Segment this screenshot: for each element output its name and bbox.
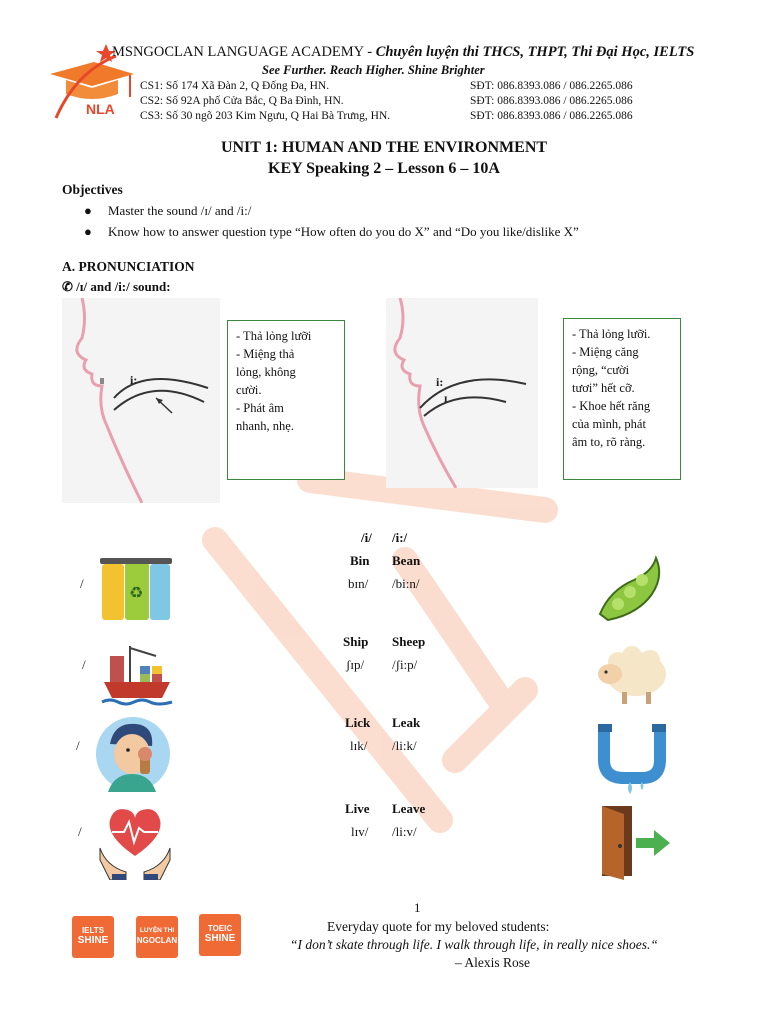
logo-text: NLA (86, 101, 115, 117)
academy-slogan: See Further. Reach Higher. Shine Brighte… (262, 63, 485, 77)
long-word: Bean (392, 553, 421, 568)
note-line: - Thả lỏng lưỡi (236, 329, 312, 343)
short-word: Live (345, 801, 370, 816)
short-word: Bin (350, 553, 370, 568)
svg-text:♻: ♻ (129, 583, 143, 602)
note-line: - Miệng thả (236, 347, 295, 361)
short-ipa: lɪk/ (350, 738, 368, 753)
exit-door-icon (602, 806, 670, 880)
note-line: của mình, phát (572, 417, 646, 431)
long-ipa: /li:k/ (392, 738, 417, 753)
ipa-slash: / (78, 824, 82, 839)
ipa-slash: / (82, 657, 86, 672)
phone-icon: ✆ (62, 279, 73, 294)
note-line: âm to, rõ ràng. (572, 435, 646, 449)
academy-name-line: MSNGOCLAN LANGUAGE ACADEMY - Chuyên luyệ… (112, 44, 694, 61)
campus-address: CS1: Số 174 Xã Đàn 2, Q Đống Đa, HN. (140, 80, 330, 92)
ielts-shine-logo: IELTS SHINE (72, 916, 114, 958)
logo-line: LUYỆN THI (139, 927, 175, 934)
long-ipa: /ʃi:p/ (392, 657, 418, 672)
quote-author: – Alexis Rose (455, 955, 531, 970)
note-line: lỏng, không (236, 365, 296, 379)
luyenthi-ngoclan-logo: LUYỆN THI NGOCLAN (136, 916, 178, 958)
ice-cream-lick-icon (96, 717, 170, 792)
logo-line: TOEIC (207, 924, 233, 933)
long-ipa: /li:v/ (392, 824, 417, 839)
long-word: Leak (392, 715, 421, 730)
sound-subheading-line: ✆ /ɪ/ and /i:/ sound: (62, 279, 171, 295)
objective-text: Know how to answer question type “How of… (108, 224, 579, 239)
note-line: nhanh, nhẹ. (236, 419, 294, 433)
diagram-label: i: (436, 375, 443, 389)
short-ipa: ʃɪp/ (346, 657, 365, 672)
long-word: Sheep (392, 634, 426, 649)
logo-line: IELTS (81, 926, 105, 935)
long-word: Leave (392, 801, 426, 816)
campus-phone: SĐT: 086.8393.086 / 086.2265.086 (470, 80, 633, 92)
campus-phone: SĐT: 086.8393.086 / 086.2265.086 (470, 95, 633, 107)
leaking-pipe-icon (598, 724, 666, 794)
objective-item: ●Know how to answer question type “How o… (84, 224, 579, 239)
lesson-title: KEY Speaking 2 – Lesson 6 – 10A (268, 160, 500, 177)
short-ipa: lɪv/ (351, 824, 369, 839)
diagram-label: ɪ (444, 391, 448, 405)
logo-line: NGOCLAN (136, 936, 178, 945)
short-word: Ship (343, 634, 369, 649)
objective-item: ●Master the sound /ɪ/ and /i:/ (84, 203, 252, 218)
ipa-slash: / (76, 738, 80, 753)
heart-in-hands-icon (99, 809, 171, 880)
sound-subheading: /ɪ/ and /i:/ sound: (76, 279, 171, 294)
note-line: - Phát âm (236, 401, 284, 415)
logo-line: SHINE (204, 933, 236, 944)
short-word: Lick (345, 715, 371, 730)
campus-address: CS3: Số 30 ngõ 203 Kim Ngưu, Q Hai Bà Tr… (140, 110, 391, 122)
pronunciation-heading: A. PRONUNCIATION (62, 259, 195, 274)
short-sound-heading: /i/ (361, 530, 372, 545)
long-ipa: /bi:n/ (392, 576, 420, 591)
short-i-mouth-diagram: i: (62, 298, 220, 503)
note-line: - Thả lỏng lưỡi. (572, 327, 651, 341)
note-line: - Miệng căng (572, 345, 639, 359)
recycle-bins-icon: ♻ (100, 558, 172, 620)
note-line: cười. (236, 383, 262, 397)
note-line: - Khoe hết răng (572, 399, 651, 413)
ipa-slash: / (80, 576, 84, 591)
toeic-shine-logo: TOEIC SHINE (199, 914, 241, 956)
objectives-heading: Objectives (62, 182, 123, 197)
academy-logo: NLA (50, 44, 134, 119)
academy-tagline: Chuyên luyện thi THCS, THPT, Thi Đại Học… (375, 44, 695, 60)
campus-phone: SĐT: 086.8393.086 / 086.2265.086 (470, 110, 633, 122)
short-i-note-box: - Thả lỏng lưỡi - Miệng thả lỏng, không … (227, 320, 345, 480)
short-ipa: bɪn/ (348, 576, 369, 591)
diagram-label: i: (130, 373, 137, 387)
quote-intro: Everyday quote for my beloved students: (327, 919, 550, 934)
cargo-ship-icon (101, 646, 173, 706)
unit-title: UNIT 1: HUMAN AND THE ENVIRONMENT (220, 139, 548, 156)
objective-text: Master the sound /ɪ/ and /i:/ (108, 203, 252, 218)
note-line: tươi” hết cỡ. (572, 381, 635, 395)
campus-address: CS2: Số 92A phố Cửa Bắc, Q Ba Đình, HN. (140, 95, 344, 107)
logo-line: SHINE (77, 935, 109, 946)
long-sound-heading: /i:/ (392, 530, 408, 545)
sheep-icon (598, 646, 666, 704)
long-i-mouth-diagram: i: ɪ (386, 298, 538, 488)
long-i-note-box: - Thả lỏng lưỡi. - Miệng căng rộng, “cườ… (563, 318, 681, 480)
academy-name: MSNGOCLAN LANGUAGE ACADEMY - (112, 44, 376, 60)
soybean-icon (598, 555, 661, 622)
note-line: rộng, “cười (572, 363, 630, 377)
page-number: 1 (414, 900, 421, 915)
quote-text: “I don’t skate through life. I walk thro… (290, 937, 658, 952)
